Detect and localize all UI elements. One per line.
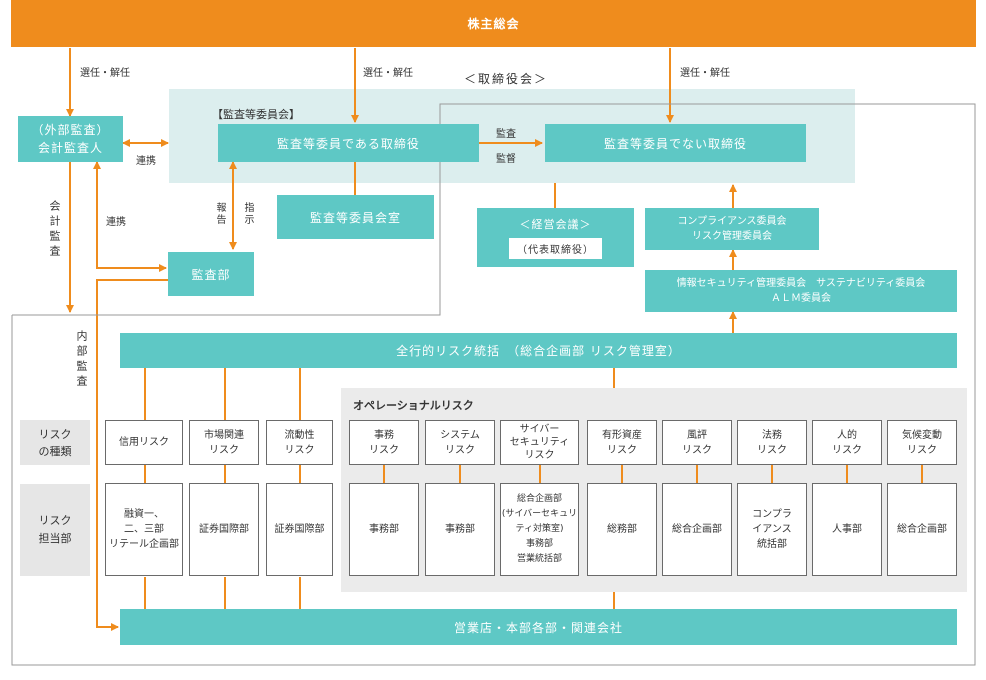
label-elect-3: 選任・解任: [680, 68, 730, 79]
management-meeting: ＜経営会議＞ （代表取締役）: [477, 208, 634, 267]
risk-type-label: リスク の種類: [20, 420, 90, 465]
risk-type-legal: 法務 リスク: [737, 420, 807, 465]
risk-type-reputation: 風評 リスク: [662, 420, 732, 465]
label-kansa: 監査: [496, 129, 516, 140]
risk-dept-credit: 融資一、 二、三部 リテール企画部: [105, 483, 183, 576]
label-accounting-audit: 会計監査: [48, 200, 61, 260]
label-elect-2: 選任・解任: [363, 68, 413, 79]
security-sustainability-alm-committees: 情報セキュリティ管理委員会 サステナビリティ委員会 ＡＬＭ委員会: [645, 270, 957, 312]
risk-dept-system: 事務部: [425, 483, 495, 576]
risk-type-credit: 信用リスク: [105, 420, 183, 465]
risk-dept-admin: 事務部: [349, 483, 419, 576]
risk-dept-human: 人事部: [812, 483, 882, 576]
label-shiji: 指示: [242, 202, 253, 226]
committee-label: 【監査等委員会】: [212, 108, 300, 121]
non-audit-directors: 監査等委員でない取締役: [545, 124, 806, 162]
label-renkei-1: 連携: [136, 156, 156, 167]
representative-director: （代表取締役）: [509, 238, 602, 259]
compliance-risk-committees: コンプライアンス委員会 リスク管理委員会: [645, 208, 819, 250]
label-renkei-2: 連携: [106, 217, 126, 228]
branches-departments-affiliates: 営業店・本部各部・関連会社: [120, 609, 957, 645]
audit-committee-directors: 監査等委員である取締役: [218, 124, 479, 162]
management-meeting-label: ＜経営会議＞: [519, 218, 592, 231]
risk-type-market: 市場関連 リスク: [189, 420, 259, 465]
risk-type-cyber: サイバー セキュリティ リスク: [500, 420, 579, 465]
label-elect-1: 選任・解任: [80, 68, 130, 79]
risk-type-climate: 気候変動 リスク: [887, 420, 957, 465]
risk-dept-climate: 総合企画部: [887, 483, 957, 576]
label-kantoku: 監督: [496, 154, 516, 165]
risk-type-human: 人的 リスク: [812, 420, 882, 465]
risk-dept-reputation: 総合企画部: [662, 483, 732, 576]
audit-department: 監査部: [168, 252, 254, 296]
board-label: ＜取締役会＞: [464, 72, 549, 86]
shareholders-meeting: 株主総会: [11, 0, 976, 47]
risk-type-system: システム リスク: [425, 420, 495, 465]
risk-dept-tangible: 総務部: [587, 483, 657, 576]
label-houkoku: 報告: [214, 202, 225, 226]
total-risk-management: 全行的リスク統括 （総合企画部 リスク管理室）: [120, 333, 957, 368]
risk-type-liquidity: 流動性 リスク: [266, 420, 333, 465]
risk-dept-legal: コンプラ イアンス 統括部: [737, 483, 807, 576]
audit-committee-office: 監査等委員会室: [277, 195, 434, 239]
risk-dept-cyber: 総合企画部 (サイバーセキュリ ティ対策室) 事務部 営業統括部: [500, 483, 579, 576]
label-internal-audit: 内部監査: [75, 330, 88, 390]
risk-dept-liquidity: 証券国際部: [266, 483, 333, 576]
operational-risk-title: オペレーショナルリスク: [353, 399, 474, 412]
risk-dept-market: 証券国際部: [189, 483, 259, 576]
external-auditor: （外部監査） 会計監査人: [18, 116, 123, 162]
risk-owner-label: リスク 担当部: [20, 484, 90, 576]
risk-type-admin: 事務 リスク: [349, 420, 419, 465]
risk-type-tangible: 有形資産 リスク: [587, 420, 657, 465]
